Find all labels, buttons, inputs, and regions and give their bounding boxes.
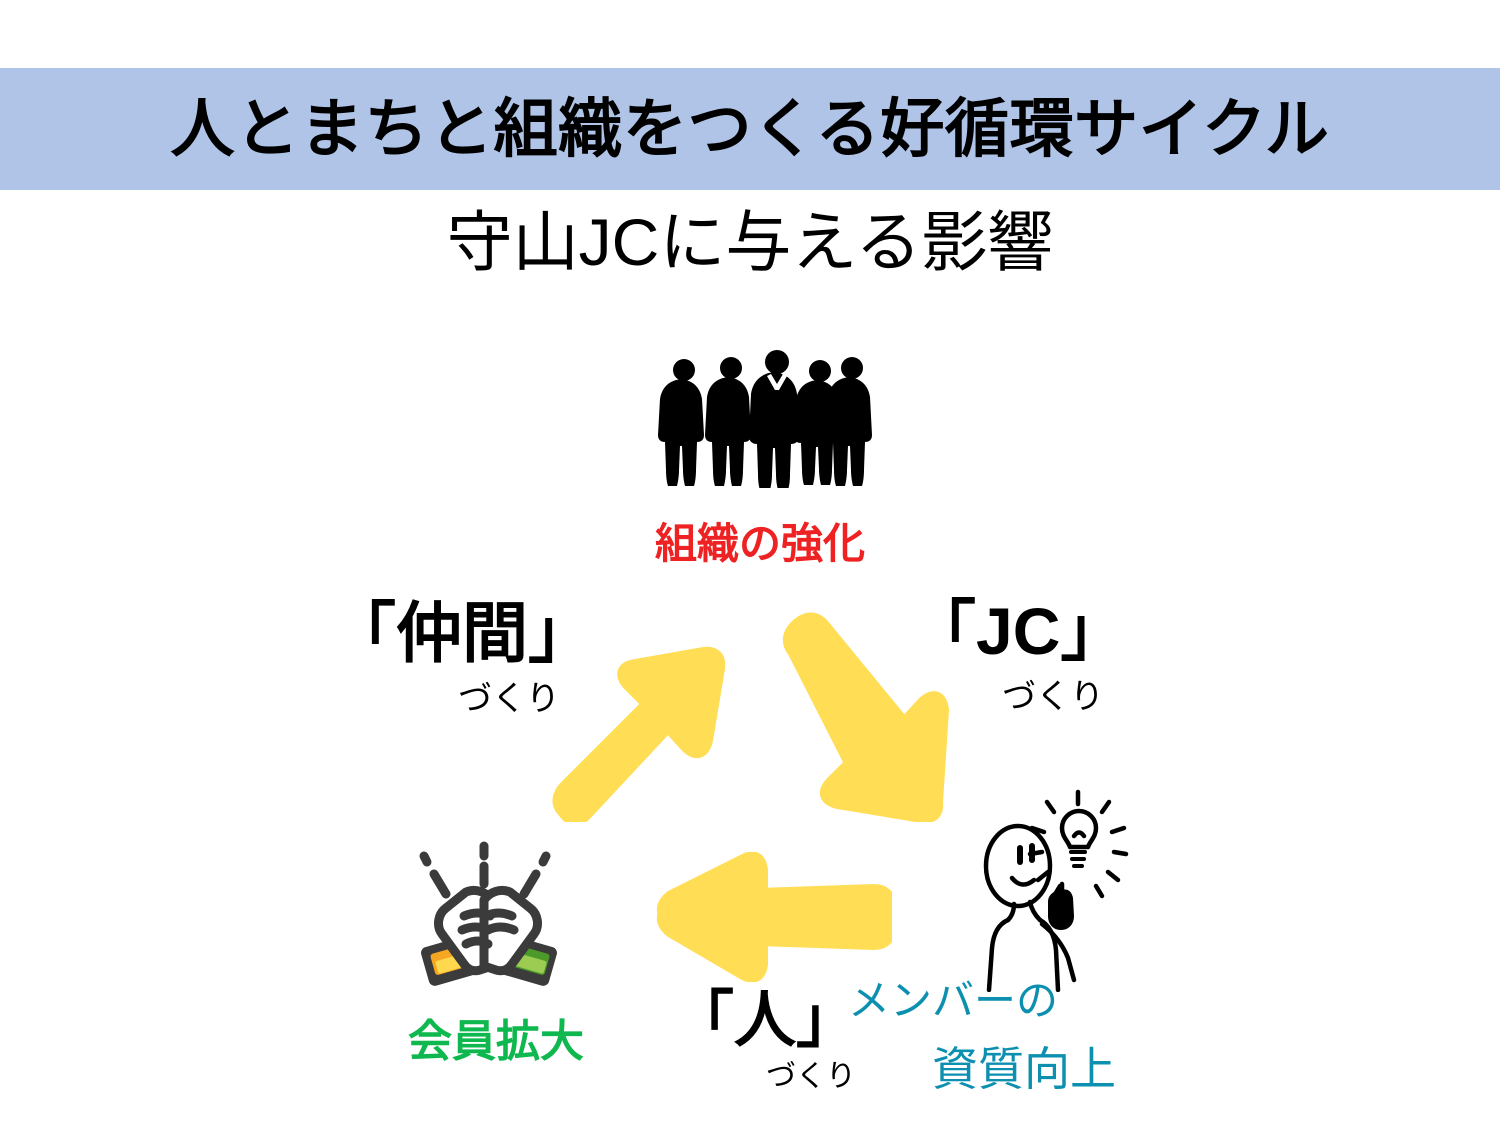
page-subtitle: 守山JCに与える影響 — [446, 205, 1054, 279]
cycle-arrow-up-right — [552, 646, 726, 822]
cycle-node-jc-label-main: 「JC」 — [910, 594, 1127, 668]
cycle-node-nakama-label-main: 「仲間」 — [330, 596, 594, 670]
cycle-node-hito-label-sub: づくり — [766, 1060, 856, 1093]
cycle-node-nakama-label-sub: づくり — [458, 680, 560, 718]
cycle-node-organization-label: 組織の強化 — [654, 520, 865, 567]
cycle-node-nakama: 「仲間」 づくり — [330, 600, 620, 730]
cycle-node-hito: 「人」 づくり — [672, 990, 902, 1100]
cycle-arrow-left — [656, 852, 892, 982]
cycle-arrow-down-right — [782, 612, 949, 822]
page-title: 人とまちと組織をつくる好循環サイクル — [170, 93, 1330, 165]
cycle-node-membership-growth: 会員拡大 — [380, 824, 630, 1074]
cycle-node-hito-label-main: 「人」 — [672, 986, 859, 1055]
cycle-node-jc-label-sub: づくり — [1002, 678, 1104, 716]
handshake-icon — [419, 841, 557, 986]
idea-person-icon — [983, 789, 1129, 992]
title-banner: 人とまちと組織をつくる好循環サイクル — [0, 68, 1500, 190]
cycle-node-membership-growth-label: 会員拡大 — [408, 1017, 584, 1066]
cycle-node-member-quality: メンバーの 資質向上 — [848, 782, 1190, 1102]
people-silhouette-icon — [658, 350, 872, 488]
cycle-node-jc: 「JC」 づくり — [910, 598, 1160, 728]
cycle-node-member-quality-label-line2: 資質向上 — [932, 1043, 1116, 1095]
cycle-node-member-quality-label-line1: メンバーの — [848, 977, 1059, 1024]
cycle-node-organization: 組織の強化 — [590, 348, 930, 568]
